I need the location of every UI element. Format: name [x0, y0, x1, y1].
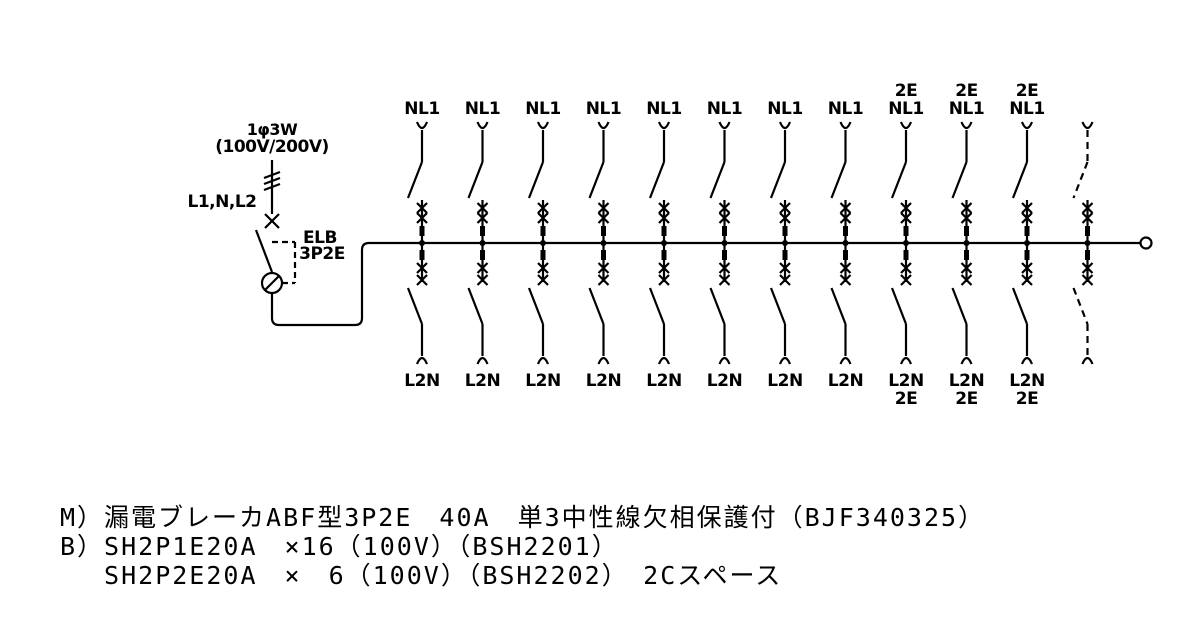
branch-11-bottom-label-2: 2E	[1016, 389, 1038, 409]
branch-1-top-label-1: NL1	[404, 99, 439, 119]
note-branch-breakers-2: SH2P2E20A × 6（100V）（BSH2202） 2Cスペース	[60, 561, 782, 590]
branch-breaker-12	[1072, 121, 1094, 365]
branch-1-bottom-label-1: L2N	[404, 371, 439, 391]
branch-3-bottom-label-1: L2N	[525, 371, 560, 391]
branch-9-top-label-2: NL1	[888, 99, 923, 119]
branch-5-top-label-1: NL1	[646, 99, 681, 119]
branch-8-bottom-label-1: L2N	[828, 371, 863, 391]
branch-2-bottom-label-1: L2N	[465, 371, 500, 391]
branch-7-top-label-1: NL1	[767, 99, 802, 119]
branch-4-top-label-1: NL1	[586, 99, 621, 119]
branch-6-bottom-label-1: L2N	[707, 371, 742, 391]
note-branch-breakers-1: B）SH2P1E20A ×16（100V）（BSH2201）	[60, 532, 619, 561]
branch-10-top-label-1: 2E	[955, 81, 977, 101]
note-main-breaker: M）漏電ブレーカABF型3P2E 40A 単3中性線欠相保護付（BJF34032…	[60, 503, 985, 532]
branch-4-bottom-label-1: L2N	[586, 371, 621, 391]
branch-9-top-label-1: 2E	[895, 81, 917, 101]
branch-7-bottom-label-1: L2N	[767, 371, 802, 391]
branch-9-bottom-label-1: L2N	[888, 371, 923, 391]
branch-11-top-label-2: NL1	[1009, 99, 1044, 119]
main-breaker-type-label: ELB	[303, 228, 337, 248]
branch-5-bottom-label-1: L2N	[646, 371, 681, 391]
main-breaker-poles-label: 3P2E	[299, 244, 345, 264]
source-phase-label: 1φ3W	[247, 120, 298, 139]
branch-breakers: NL1L2NNL1L2NNL1L2NNL1L2NNL1L2NNL1L2NNL1L…	[404, 81, 1094, 409]
branch-9-bottom-label-2: 2E	[895, 389, 917, 409]
branch-10-bottom-label-2: 2E	[955, 389, 977, 409]
source-voltage-label: (100V/200V)	[215, 137, 329, 157]
branch-6-top-label-1: NL1	[707, 99, 742, 119]
main-breaker-symbol	[254, 160, 1153, 327]
source-lines-label: L1,N,L2	[188, 192, 257, 212]
branch-10-top-label-2: NL1	[949, 99, 984, 119]
branch-10-bottom-label-1: L2N	[949, 371, 984, 391]
branch-3-top-label-1: NL1	[525, 99, 560, 119]
branch-8-top-label-1: NL1	[828, 99, 863, 119]
branch-11-top-label-1: 2E	[1016, 81, 1038, 101]
branch-11-bottom-label-1: L2N	[1009, 371, 1044, 391]
branch-2-top-label-1: NL1	[465, 99, 500, 119]
